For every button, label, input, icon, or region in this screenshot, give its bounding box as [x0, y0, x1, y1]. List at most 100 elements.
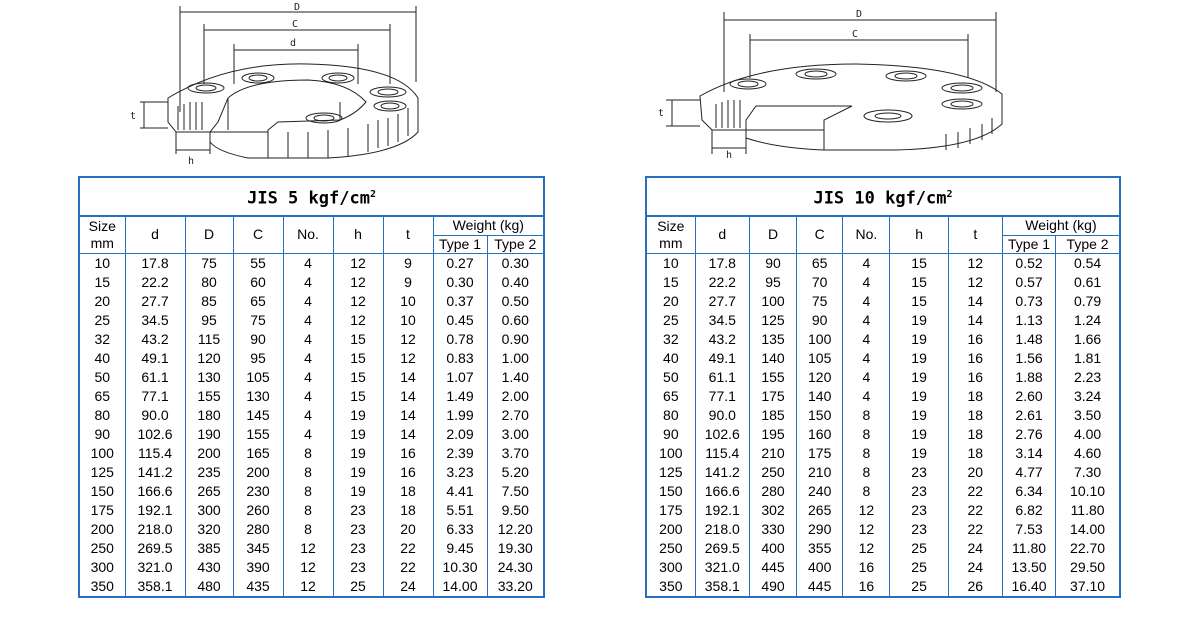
col-d-header: d: [124, 216, 185, 254]
cell-h: 19: [332, 443, 383, 463]
cell-no: 4: [842, 348, 890, 368]
cell-weight-type1: 1.49: [432, 386, 487, 406]
col-size-header: Size: [88, 217, 116, 234]
cell-t: 26: [947, 576, 1003, 597]
dim-t-label: t: [130, 111, 136, 122]
cell-C: 75: [232, 310, 283, 330]
cell-no: 4: [842, 272, 890, 292]
cell-t: 18: [382, 500, 433, 520]
cell-h: 15: [889, 291, 949, 311]
cell-C: 90: [232, 329, 283, 349]
cell-size: 25: [663, 311, 679, 328]
cell-weight-type1: 5.51: [432, 500, 487, 520]
cell-size: 125: [90, 463, 114, 480]
cell-C: 280: [232, 519, 283, 539]
cell-D: 95: [748, 272, 797, 292]
cell-t: 20: [382, 519, 433, 539]
cell-t: 9: [382, 272, 433, 292]
cell-D: 175: [748, 386, 797, 406]
cell-h: 19: [332, 462, 383, 482]
cell-size: 15: [663, 273, 679, 290]
cell-D: 320: [184, 519, 233, 539]
cell-C: 100: [796, 329, 843, 349]
cell-C: 145: [232, 405, 283, 425]
cell-d: 269.5: [694, 538, 750, 558]
cell-C: 65: [796, 253, 843, 273]
cell-t: 20: [947, 462, 1003, 482]
cell-d: 141.2: [694, 462, 750, 482]
cell-size: 175: [659, 501, 683, 518]
cell-weight-type1: 1.07: [432, 367, 487, 387]
cell-no: 4: [842, 329, 890, 349]
cell-weight-type2: 10.10: [1055, 481, 1120, 501]
cell-t: 22: [947, 500, 1003, 520]
cell-weight-type2: 3.00: [486, 424, 545, 444]
cell-C: 240: [796, 481, 843, 501]
cell-weight-type2: 37.10: [1055, 576, 1120, 597]
cell-no: 12: [842, 500, 890, 520]
cell-h: 19: [889, 386, 949, 406]
col-type2-header: Type 2: [1055, 234, 1120, 254]
cell-weight-type1: 2.76: [1001, 424, 1056, 444]
cell-t: 22: [947, 481, 1003, 501]
jis10-spec-table: JIS 10 kgf/cm2 Size d D C No. h t Weight…: [645, 176, 1121, 598]
cell-t: 16: [382, 462, 433, 482]
cell-t: 18: [947, 443, 1003, 463]
cell-weight-type1: 6.82: [1001, 500, 1056, 520]
cell-d: 166.6: [124, 481, 185, 501]
cell-weight-type2: 0.79: [1055, 291, 1120, 311]
cell-weight-type2: 1.81: [1055, 348, 1120, 368]
cell-weight-type2: 19.30: [486, 538, 545, 558]
cell-weight-type2: 33.20: [486, 576, 545, 597]
cell-size: 40: [663, 349, 679, 366]
cell-t: 24: [947, 538, 1003, 558]
cell-C: 60: [232, 272, 283, 292]
cell-t: 18: [947, 424, 1003, 444]
cell-no: 12: [842, 519, 890, 539]
cell-d: 17.8: [124, 253, 185, 273]
cell-h: 12: [332, 291, 383, 311]
cell-no: 4: [282, 386, 333, 406]
cell-d: 218.0: [694, 519, 750, 539]
cell-t: 16: [947, 329, 1003, 349]
cell-no: 8: [282, 443, 333, 463]
cell-h: 23: [332, 538, 383, 558]
cell-C: 140: [796, 386, 843, 406]
cell-no: 8: [842, 443, 890, 463]
cell-weight-type2: 22.70: [1055, 538, 1120, 558]
cell-size: 20: [663, 292, 679, 309]
col-no-header: No.: [842, 216, 890, 254]
cell-h: 19: [889, 367, 949, 387]
cell-weight-type1: 0.78: [432, 329, 487, 349]
cell-size: 150: [90, 482, 114, 499]
cell-weight-type1: 2.60: [1001, 386, 1056, 406]
cell-size: 50: [663, 368, 679, 385]
cell-no: 12: [282, 576, 333, 597]
cell-no: 4: [842, 386, 890, 406]
cell-no: 4: [282, 253, 333, 273]
cell-weight-type1: 7.53: [1001, 519, 1056, 539]
cell-h: 25: [889, 576, 949, 597]
col-weight-header: Weight (kg): [432, 216, 545, 235]
cell-d: 17.8: [694, 253, 750, 273]
cell-h: 19: [889, 405, 949, 425]
cell-h: 15: [332, 367, 383, 387]
cell-weight-type1: 0.37: [432, 291, 487, 311]
cell-weight-type2: 3.50: [1055, 405, 1120, 425]
cell-size: 10: [94, 254, 111, 271]
cell-h: 15: [332, 386, 383, 406]
cell-d: 49.1: [694, 348, 750, 368]
flange-diagram-jis10: D C t h: [656, 8, 1008, 160]
cell-weight-type1: 6.34: [1001, 481, 1056, 501]
cell-D: 385: [184, 538, 233, 558]
cell-D: 195: [748, 424, 797, 444]
